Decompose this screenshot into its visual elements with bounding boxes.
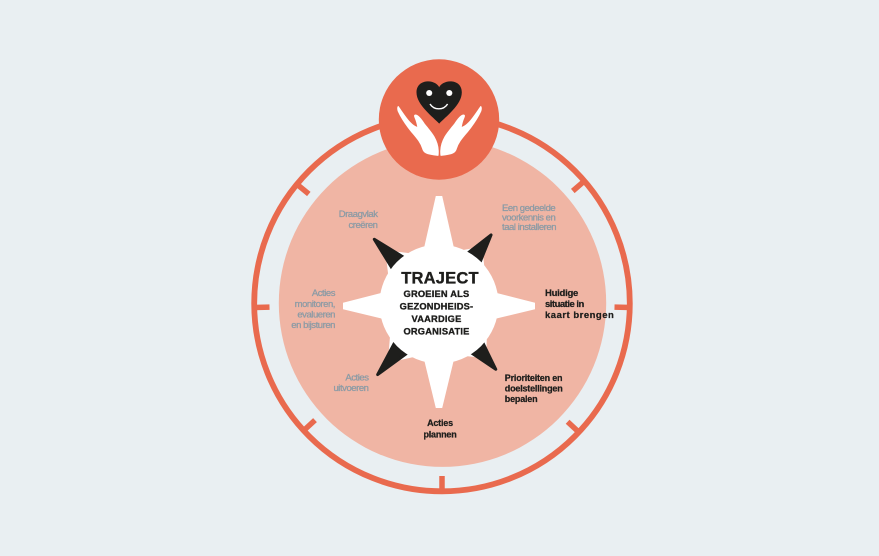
svg-text:Acties: Acties: [345, 372, 369, 383]
svg-text:VAARDIGE: VAARDIGE: [412, 314, 462, 324]
svg-text:Acties: Acties: [312, 288, 336, 299]
svg-text:evalueren: evalueren: [297, 310, 335, 321]
svg-text:TRAJECT: TRAJECT: [401, 270, 479, 288]
svg-text:ORGANISATIE: ORGANISATIE: [403, 327, 469, 337]
svg-text:Draagvlak: Draagvlak: [339, 209, 378, 220]
svg-text:kaart brengen: kaart brengen: [545, 310, 614, 321]
svg-text:doelstellingen: doelstellingen: [505, 384, 563, 394]
svg-text:taal installeren: taal installeren: [502, 222, 556, 233]
svg-text:Een gedeelde: Een gedeelde: [502, 203, 555, 214]
svg-text:bepalen: bepalen: [505, 394, 538, 404]
svg-text:situatie in: situatie in: [545, 299, 585, 310]
svg-text:Prioriteiten en: Prioriteiten en: [505, 373, 563, 383]
svg-text:uitvoeren: uitvoeren: [333, 383, 368, 394]
svg-text:Huidige: Huidige: [545, 288, 578, 299]
svg-text:Acties: Acties: [427, 418, 453, 428]
svg-text:GROEIEN ALS: GROEIEN ALS: [404, 289, 470, 299]
svg-text:creëren: creëren: [348, 220, 377, 231]
svg-text:en bijsturen: en bijsturen: [291, 320, 335, 331]
svg-text:GEZONDHEIDS-: GEZONDHEIDS-: [400, 302, 474, 312]
svg-text:plannen: plannen: [423, 429, 456, 439]
svg-text:voorkennis en: voorkennis en: [502, 213, 555, 224]
svg-text:monitoren,: monitoren,: [295, 299, 335, 310]
